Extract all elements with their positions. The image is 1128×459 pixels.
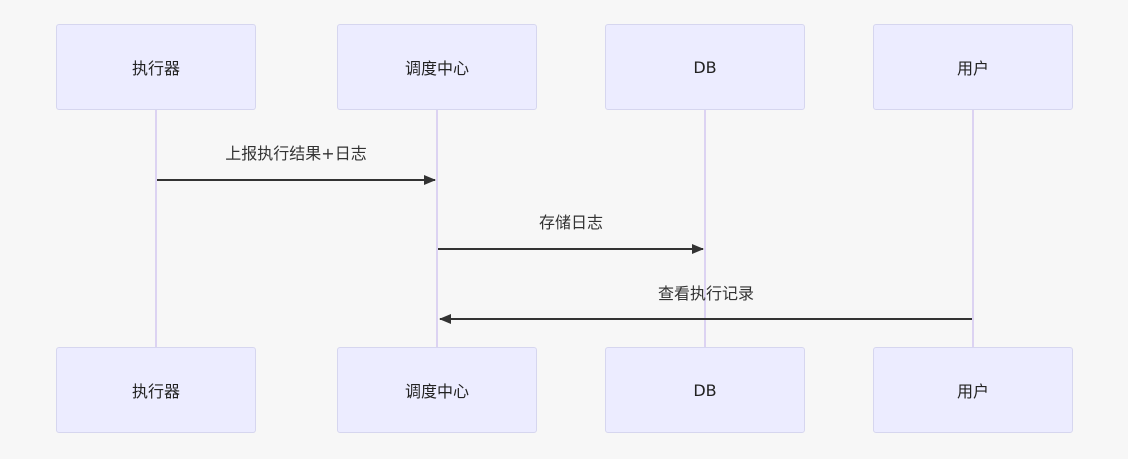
message-label-1: 上报执行结果+日志: [225, 144, 367, 163]
actor-scheduler-top: 调度中心: [337, 24, 537, 110]
message-label-2: 存储日志: [538, 213, 604, 232]
actor-db-top: DB: [605, 24, 805, 110]
message-label-3: 查看执行记录: [657, 284, 755, 303]
actor-user-bottom: 用户: [873, 347, 1073, 433]
actor-executor-top: 执行器: [56, 24, 256, 110]
actor-user-top: 用户: [873, 24, 1073, 110]
actor-db-bottom: DB: [605, 347, 805, 433]
actor-executor-bottom: 执行器: [56, 347, 256, 433]
actor-scheduler-bottom: 调度中心: [337, 347, 537, 433]
